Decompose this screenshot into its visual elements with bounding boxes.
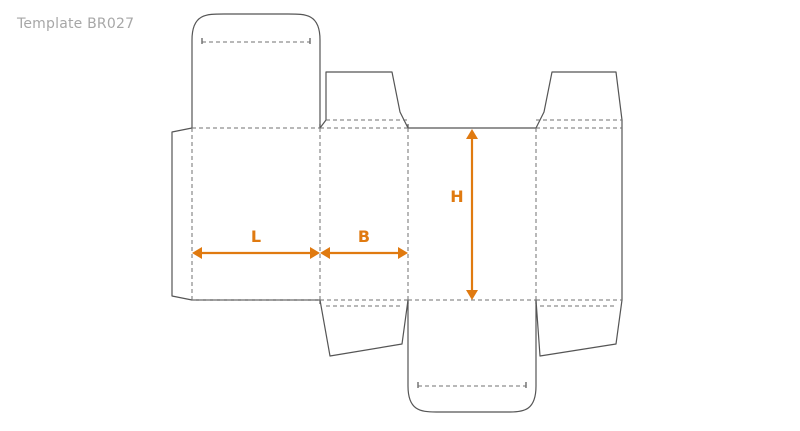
breadth-label: B	[358, 227, 370, 246]
height-label: H	[450, 187, 463, 206]
length-dimension: L	[192, 227, 320, 259]
breadth-dimension: B	[320, 227, 408, 259]
height-dimension: H	[450, 129, 478, 300]
template-title: Template BR027	[17, 16, 135, 32]
fold-lines	[191, 41, 622, 387]
tuck-flap-slits	[201, 38, 527, 388]
length-label: L	[251, 227, 261, 246]
dieline-cut-outline	[171, 13, 623, 413]
dust-flap-inner-edges	[319, 124, 537, 304]
